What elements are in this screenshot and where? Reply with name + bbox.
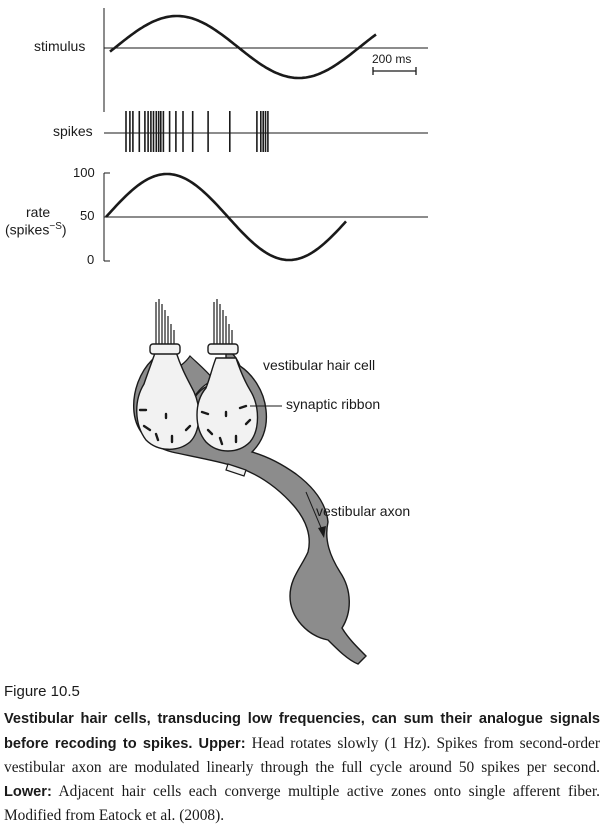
figure-graphic bbox=[103, 8, 428, 665]
caption-lower-text: Adjacent hair cells each converge multip… bbox=[4, 782, 600, 825]
right-hair-bundle bbox=[213, 299, 233, 344]
left-synaptic-ribbons bbox=[138, 408, 192, 444]
axon-arrow-head bbox=[318, 526, 326, 538]
left-hair-bundle bbox=[155, 299, 175, 344]
rate-axis-unit: (spikes−S) bbox=[5, 221, 67, 238]
stimulus-label: stimulus bbox=[34, 38, 86, 54]
caption-lower-label: Lower: bbox=[4, 783, 52, 800]
caption-bold-intro: Vestibular hair cells, transducing low f… bbox=[4, 711, 600, 752]
rate-tick-label-100: 100 bbox=[73, 165, 95, 180]
hair-cell-label: vestibular hair cell bbox=[263, 357, 376, 373]
rate-unit-close: ) bbox=[61, 221, 67, 238]
left-hair-cell-body bbox=[136, 349, 200, 450]
caption-upper-text: Head rotates slowly (1 Hz). Spikes from … bbox=[4, 734, 600, 777]
left-cuticular-plate bbox=[149, 343, 181, 355]
axon-label: vestibular axon bbox=[316, 503, 411, 519]
figure-number: Figure 10.5 bbox=[4, 683, 80, 700]
stimulus-trace-panel bbox=[103, 8, 428, 112]
spikes-panel bbox=[104, 111, 428, 152]
figure-caption: Vestibular hair cells, transducing low f… bbox=[4, 707, 600, 828]
right-cuticular-plate bbox=[207, 343, 239, 355]
axon-junction bbox=[225, 463, 247, 477]
rate-tick-label-50: 50 bbox=[80, 208, 95, 223]
hair-cell-diagram bbox=[133, 299, 367, 665]
right-synaptic-ribbons bbox=[200, 404, 252, 446]
rate-unit-superscript: −S bbox=[49, 221, 62, 232]
stimulus-sine-curve bbox=[109, 14, 377, 80]
rate-unit-text: (spikes bbox=[5, 221, 50, 238]
scale-bar-label: 200 ms bbox=[372, 52, 412, 66]
rate-sine-curve bbox=[105, 172, 347, 262]
rate-panel bbox=[103, 172, 428, 262]
axon-arrow-line bbox=[305, 491, 323, 531]
synaptic-ribbon-label: synaptic ribbon bbox=[286, 396, 381, 412]
spikes-label: spikes bbox=[53, 123, 93, 139]
caption-upper-label: Upper: bbox=[198, 735, 246, 752]
rate-axis-label: rate bbox=[26, 204, 51, 220]
rate-tick-label-0: 0 bbox=[87, 252, 95, 267]
right-hair-cell-body bbox=[196, 357, 259, 452]
spike-raster bbox=[125, 111, 269, 152]
